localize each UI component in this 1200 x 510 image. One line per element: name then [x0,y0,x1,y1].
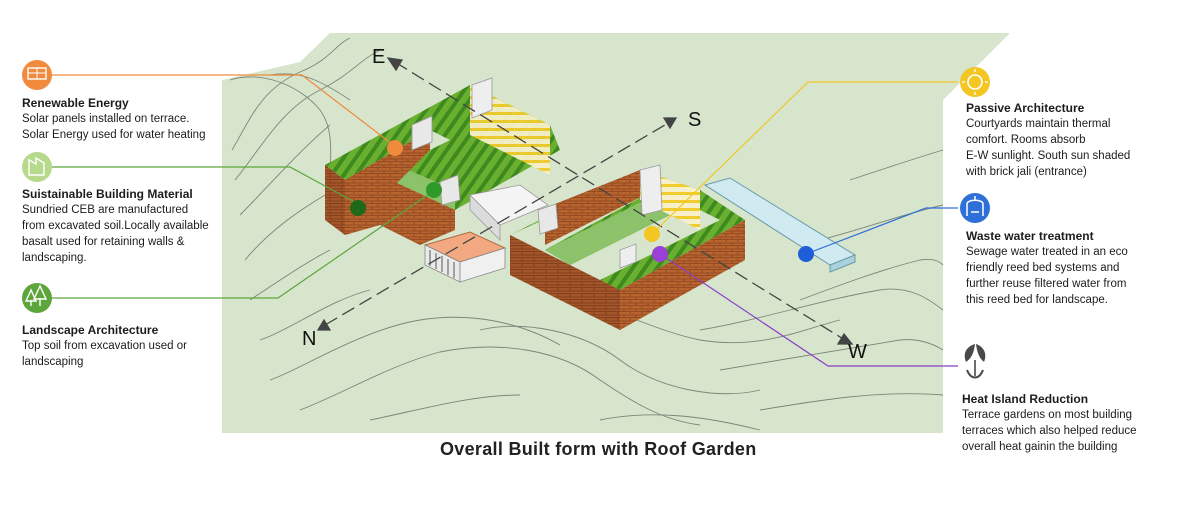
markers [350,140,814,262]
building-material-icon [22,152,52,182]
annotation-renewable-energy: Renewable Energy Solar panels installed … [22,96,252,143]
marker-waste-water [798,246,814,262]
annotation-text: Sewage water treated in an eco friendly … [966,246,1128,306]
trees-icon [22,283,52,313]
diagram-caption: Overall Built form with Roof Garden [440,439,757,459]
leaves-icon [964,344,986,379]
annotation-heat-island: Heat Island Reduction Terrace gardens on… [962,392,1192,455]
annotation-title: Landscape Architecture [22,323,159,337]
marker-renewable [387,140,403,156]
building-left-wing [325,77,560,245]
compass-south-label: S [688,109,702,131]
annotation-title: Heat Island Reduction [962,392,1089,406]
annotation-text: Solar panels installed on terrace. Solar… [22,113,206,141]
water-treatment-icon [960,193,990,223]
direction-axes [316,57,854,345]
sun-icon [960,67,990,97]
solar-panel-icon [22,60,52,90]
compass-west-label: W [848,341,867,363]
marker-passive [644,226,660,242]
annotation-text: Sundried CEB are manufactured from excav… [22,204,209,264]
annotation-passive-architecture: Passive Architecture Courtyards maintain… [966,101,1196,180]
marker-heat-island [652,246,668,262]
marker-material [350,200,366,216]
annotation-title: Renewable Energy [22,96,129,110]
leader-lines [52,74,958,367]
compass-north-label: N [302,328,317,350]
reed-bed-pool [703,177,857,273]
annotation-title: Passive Architecture [966,101,1085,115]
building-right-wing [510,164,745,330]
marker-landscape [426,182,442,198]
entrance-block [423,174,549,283]
annotation-text: Terrace gardens on most building terrace… [962,409,1137,453]
compass-east-label: E [372,46,386,68]
annotation-text: Top soil from excavation used or landsca… [22,340,187,368]
annotation-text: Courtyards maintain thermal comfort. Roo… [966,118,1131,178]
annotation-waste-water: Waste water treatment Sewage water treat… [966,229,1196,308]
annotation-title: Waste water treatment [966,229,1094,243]
annotation-title: Suistainable Building Material [22,187,193,201]
annotation-sustainable-material: Suistainable Building Material Sundried … [22,187,252,266]
annotation-landscape: Landscape Architecture Top soil from exc… [22,323,252,370]
